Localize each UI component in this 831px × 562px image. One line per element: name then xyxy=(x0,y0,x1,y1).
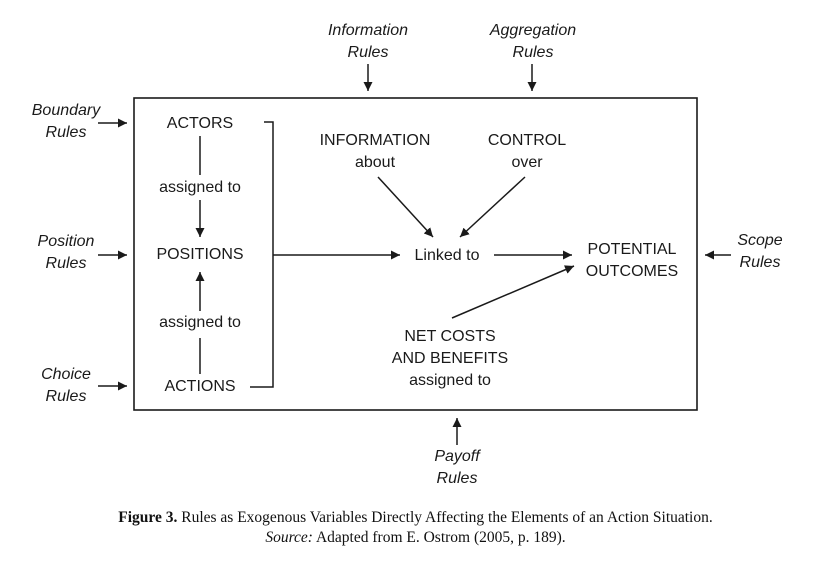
action-situation-box xyxy=(133,97,698,411)
figure-caption: Figure 3. Rules as Exogenous Variables D… xyxy=(0,508,831,548)
boundary-rules-label: Boundary Rules xyxy=(31,102,101,141)
actors-label: ACTORS xyxy=(166,115,234,132)
control-over-label: CONTROL over xyxy=(487,132,567,171)
information-to-linked-arrow xyxy=(377,176,434,238)
positions-label: POSITIONS xyxy=(156,246,244,263)
control-to-linked-arrow xyxy=(459,176,526,238)
net-costs-to-outcomes-arrow xyxy=(451,265,575,319)
net-costs-benefits-label: NET COSTS AND BENEFITS assigned to xyxy=(391,328,509,389)
actions-label: ACTIONS xyxy=(164,378,236,395)
choice-rules-label: Choice Rules xyxy=(41,366,91,405)
information-rules-label: Information Rules xyxy=(327,22,409,61)
aggregation-rules-label: Aggregation Rules xyxy=(489,22,577,61)
information-about-label: INFORMATION about xyxy=(319,132,431,171)
payoff-rules-label: Payoff Rules xyxy=(434,448,480,487)
figure-title: Rules as Exogenous Variables Directly Af… xyxy=(181,509,713,526)
figure-number: Figure 3. xyxy=(118,509,178,526)
caption-title-line: Figure 3. Rules as Exogenous Variables D… xyxy=(0,508,831,528)
potential-outcomes-label: POTENTIAL OUTCOMES xyxy=(585,241,679,280)
caption-source-line: Source: Adapted from E. Ostrom (2005, p.… xyxy=(0,528,831,548)
source-text: Adapted from E. Ostrom (2005, p. 189). xyxy=(315,529,566,546)
assigned-to-lower-label: assigned to xyxy=(159,314,241,331)
position-rules-label: Position Rules xyxy=(37,233,95,272)
source-label: Source: xyxy=(265,529,313,546)
scope-rules-label: Scope Rules xyxy=(737,232,783,271)
linked-to-label: Linked to xyxy=(414,247,480,264)
assigned-to-upper-label: assigned to xyxy=(159,179,241,196)
